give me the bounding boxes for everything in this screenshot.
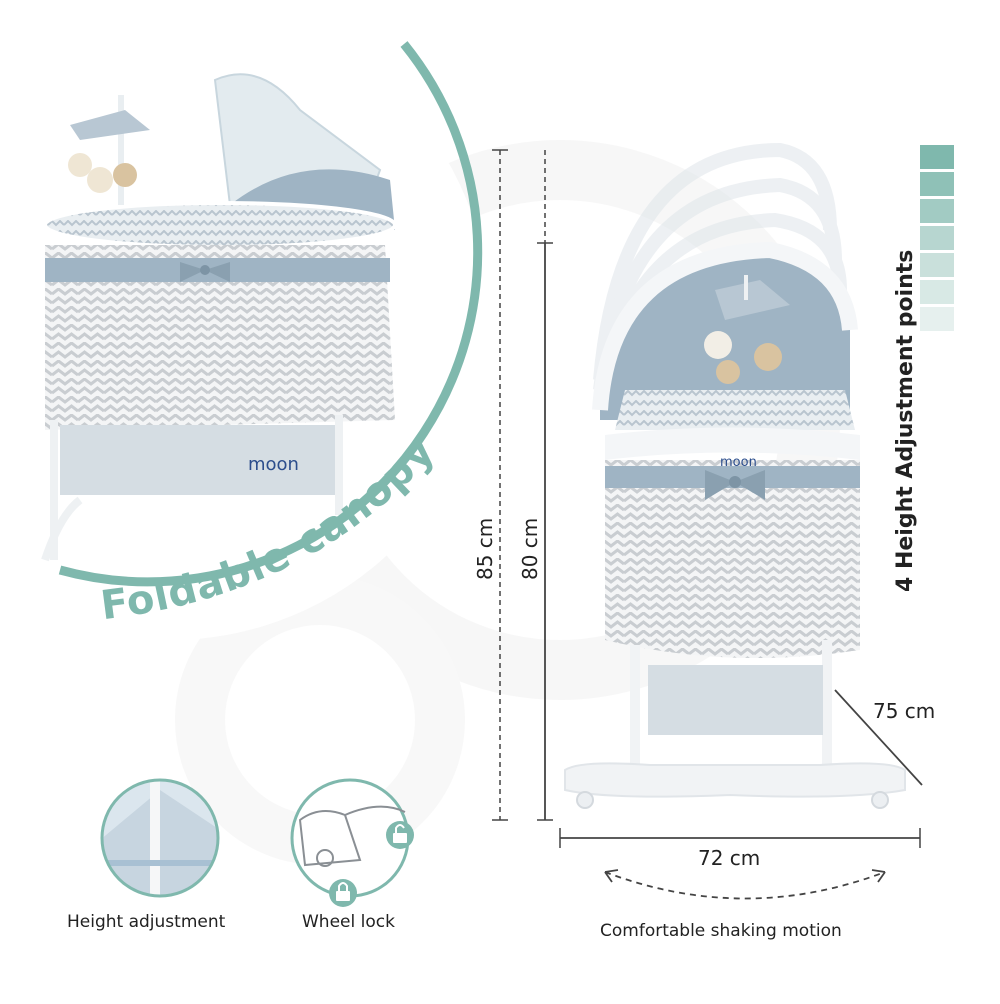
lock-icon (329, 879, 357, 907)
brand-logo-right: moon (720, 455, 757, 470)
height-min-label: 80 cm (518, 518, 542, 580)
depth-label: 75 cm (873, 699, 935, 723)
height-adjustment-caption: Height adjustment (67, 912, 226, 932)
canopy-detail-image: moon (0, 0, 490, 640)
height-max-label: 85 cm (473, 518, 497, 580)
height-points-title: 4 Height Adjustment points (893, 250, 918, 592)
height-adjustment-thumbnail (100, 778, 220, 898)
brand-logo-left: moon (248, 454, 299, 475)
width-label: 72 cm (698, 846, 760, 870)
wheel-lock-caption: Wheel lock (302, 912, 395, 932)
height-level-indicator (920, 145, 954, 331)
dimension-lines (492, 149, 923, 900)
bassinet-main-image: moon (564, 142, 906, 809)
shaking-motion-caption: Comfortable shaking motion (600, 921, 842, 941)
wheel-lock-thumbnail (290, 778, 414, 907)
unlock-icon (386, 821, 414, 849)
